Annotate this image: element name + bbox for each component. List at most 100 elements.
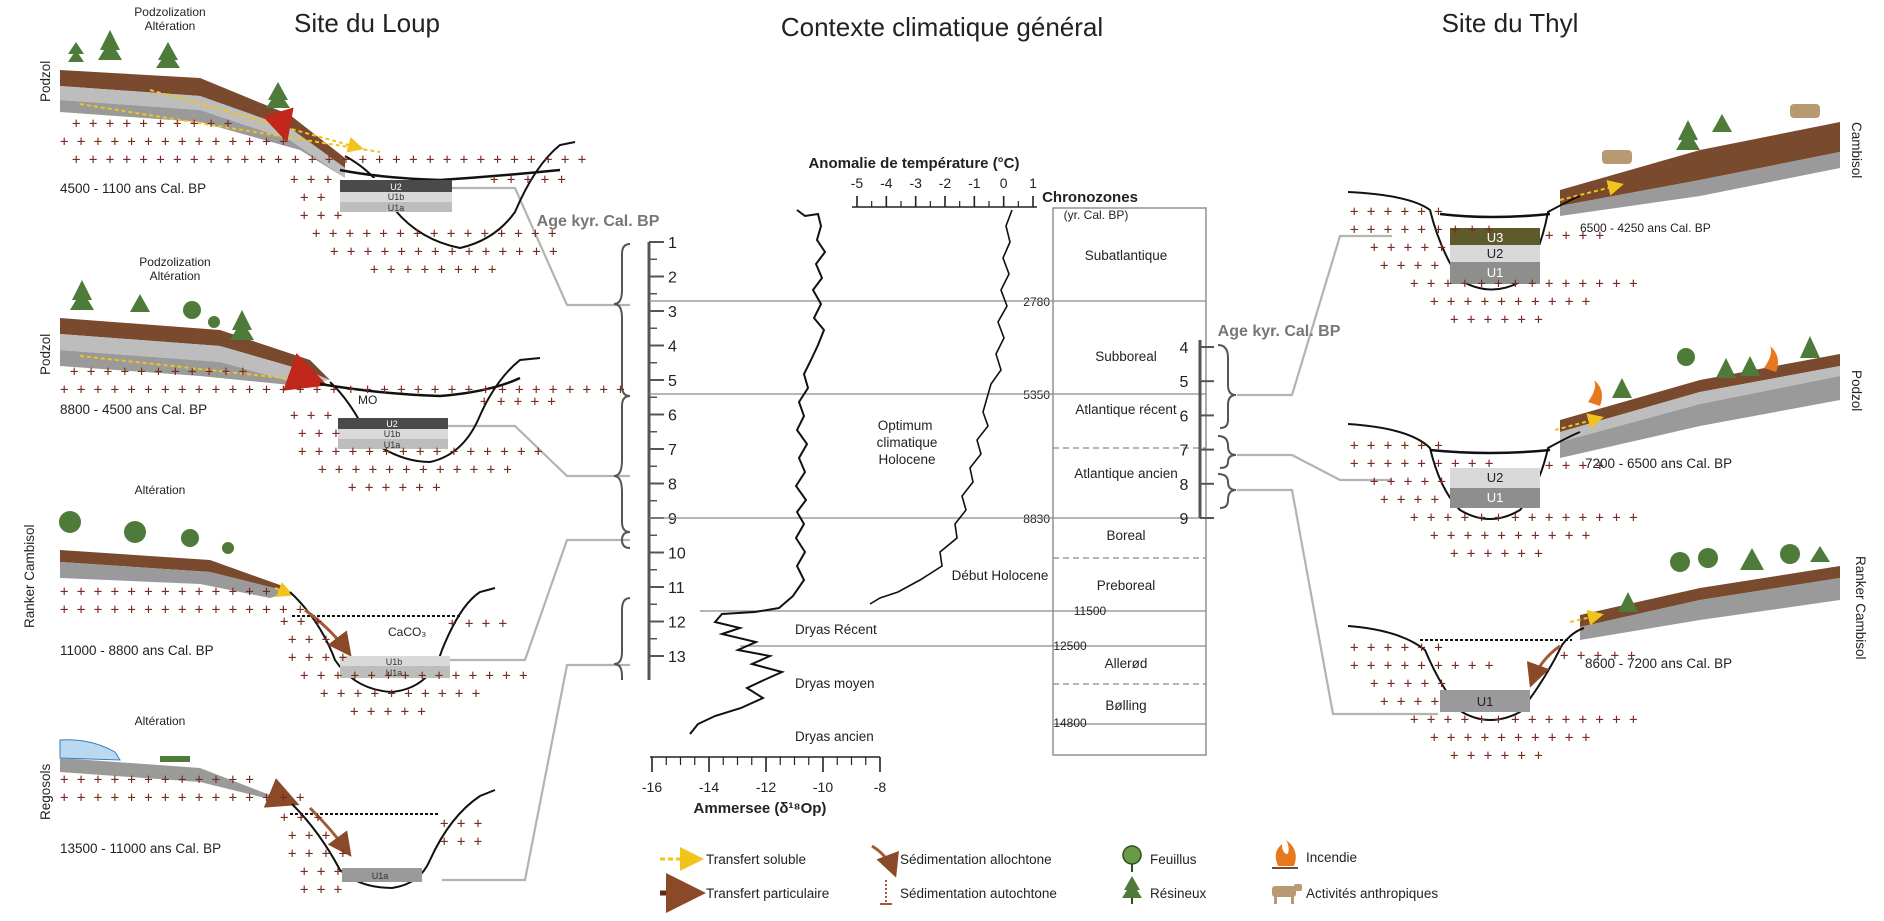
age-tick-label: 5 — [668, 373, 677, 390]
loup-4-process: Altération — [135, 714, 186, 728]
thyl-panel-1: Cambisol U3 U2 U1 + + + + + + + + + + + … — [1347, 122, 1864, 328]
right-age-axis-label: Age kyr. Cal. BP — [1218, 323, 1341, 340]
svg-text:+ + +: + + + — [440, 816, 482, 832]
boundary-2780: 2780 — [1023, 295, 1050, 309]
right-age-tick-label: 4 — [1180, 340, 1189, 357]
chronozones-panel: Chronozones (yr. Cal. BP) Subatlantique … — [1023, 189, 1207, 756]
svg-text:+ + +: + + + — [300, 208, 342, 224]
thyl-2-unit-u1: U1 — [1487, 490, 1504, 505]
thyl-1-unit-u3: U3 — [1487, 230, 1504, 245]
svg-text:+ + + + + + + + + + + + + + +: + + + + + + + + + + + + + + + — [60, 602, 304, 618]
legend-item-resineux: Résineux — [1122, 876, 1207, 904]
svg-text:+ + + + + + + + + + + + + + +: + + + + + + + + + + + + + + + — [312, 226, 556, 242]
loup-1-unit-u1a: U1a — [388, 203, 405, 213]
age-tick-label: 12 — [668, 615, 686, 632]
svg-text:+ + + + +: + + + + + — [350, 704, 426, 720]
loup-2-period: 8800 - 4500 ans Cal. BP — [60, 402, 207, 417]
zone-allerod: Allerød — [1105, 656, 1148, 671]
loup-1-period: 4500 - 1100 ans Cal. BP — [60, 181, 206, 196]
thyl-3-period: 8600 - 7200 ans Cal. BP — [1585, 656, 1732, 671]
svg-text:+ + + + + + + + + +: + + + + + + + + + + — [1430, 730, 1590, 746]
conifer-tree-icon — [1122, 876, 1142, 904]
svg-text:+ + + +: + + + + — [288, 846, 347, 862]
isotope-axis: -16-14-12-10-8 Ammersee (δ¹⁸Op) — [642, 756, 887, 817]
svg-text:+ + + + + + + + + + + + +: + + + + + + + + + + + + + — [60, 584, 271, 600]
svg-text:+ + + + + + + + +: + + + + + + + + + — [1350, 658, 1493, 674]
cow-icon — [1272, 884, 1302, 904]
temperature-tick-label: -4 — [880, 175, 893, 191]
svg-text:+ + +: + + + — [288, 632, 330, 648]
age-tick-label: 11 — [668, 580, 685, 597]
isotope-tick-label: -12 — [756, 779, 776, 795]
svg-text:+ + + + + + + + + + + + + + +: + + + + + + + + + + + + + + + — [60, 790, 304, 806]
isotope-tick-label: -8 — [874, 779, 887, 795]
legend-label-resineux: Résineux — [1150, 886, 1207, 901]
svg-text:+ + + + + +: + + + + + + — [1350, 640, 1443, 656]
cow-icon — [1602, 104, 1820, 164]
legend: Transfert soluble Transfert particulaire… — [660, 840, 1438, 913]
age-tick-label: 10 — [668, 546, 686, 563]
svg-text:+ + + + + + + + + +: + + + + + + + + + + — [320, 686, 480, 702]
legend-label-transfert-soluble: Transfert soluble — [706, 852, 806, 867]
svg-text:+ + + + + + + + + + + + + +: + + + + + + + + + + + + + + — [1410, 712, 1638, 728]
chronozone-guide-lines — [649, 300, 1053, 647]
thyl-3-unit-u1: U1 — [1477, 694, 1494, 709]
isotope-curve — [689, 209, 827, 735]
svg-text:+ + + + + + + + + +: + + + + + + + + + + — [1430, 528, 1590, 544]
legend-label-activites-anthropiques: Activités anthropiques — [1306, 886, 1438, 901]
svg-text:+ +: + + — [300, 190, 325, 206]
right-age-tick-label: 6 — [1180, 408, 1189, 425]
svg-text:+ + + + + +: + + + + + + — [1450, 748, 1543, 764]
loup-2-unit-u1a: U1a — [384, 440, 401, 450]
legend-item-transfert-soluble: Transfert soluble — [660, 847, 806, 871]
thyl-1-period: 6500 - 4250 ans Cal. BP — [1580, 221, 1711, 235]
age-tick-label: 4 — [668, 339, 677, 356]
loup-3-unit-caco3: CaCO₃ — [388, 625, 426, 639]
loup-2-unit-u1b: U1b — [384, 429, 401, 439]
loup-3-unit-u1a: U1a — [386, 668, 403, 678]
temperature-curve — [869, 209, 1013, 605]
thyl-1-unit-u1: U1 — [1487, 265, 1504, 280]
fire-icon — [1588, 346, 1778, 406]
svg-text:+ + + + + + + + + + + +: + + + + + + + + + + + + — [60, 772, 254, 788]
svg-text:+ + + +: + + + + — [448, 616, 507, 632]
legend-label-sedimentation-allochtone: Sédimentation allochtone — [900, 852, 1052, 867]
zone-atlantique-recent: Atlantique récent — [1075, 402, 1177, 417]
svg-text:+ + + + + + + + + + + + + +: + + + + + + + + + + + + + + — [1410, 276, 1638, 292]
age-brackets — [613, 243, 631, 680]
age-tick-label: 13 — [668, 649, 686, 666]
curved-arrow-icon — [871, 844, 899, 878]
svg-text:+ + + + + +: + + + + + + — [1350, 204, 1443, 220]
legend-item-sedimentation-allochtone: Sédimentation allochtone — [871, 844, 1052, 878]
age-tick-label: 3 — [668, 304, 677, 321]
temperature-axis-title: Anomalie de température (°C) — [808, 155, 1019, 172]
age-tick-label: 1 — [668, 235, 677, 252]
loup-2-unit-u2: U2 — [386, 419, 398, 429]
loup-4-unit-u1a: U1a — [372, 871, 389, 881]
svg-text:+ + + + + + + + +: + + + + + + + + + — [1350, 222, 1493, 238]
isotope-tick-label: -16 — [642, 779, 662, 795]
svg-text:+ + + + + + + + + + + + + + +: + + + + + + + + + + + + + + + — [298, 444, 542, 460]
svg-text:+ + + +: + + + + — [288, 650, 347, 666]
loup-panel-3: Altération Ranker Cambisol CaCO₃ U1b U1a… — [22, 483, 528, 720]
svg-text:+ + + + + + + + + +: + + + + + + + + + + — [1430, 294, 1590, 310]
thyl-1-soil: Cambisol — [1849, 122, 1864, 178]
svg-text:+ + + +: + + + + — [1545, 228, 1604, 244]
temperature-tick-label: -5 — [851, 175, 864, 191]
svg-text:+ + + + + + + +: + + + + + + + + — [370, 262, 496, 278]
boundary-11500: 11500 — [1074, 604, 1107, 618]
legend-label-feuillus: Feuillus — [1150, 852, 1197, 867]
svg-text:+ + + + + + + + + +: + + + + + + + + + + — [72, 116, 232, 132]
temperature-tick-label: -3 — [909, 175, 922, 191]
thyl-2-soil: Podzol — [1849, 370, 1864, 411]
svg-text:+ + +: + + + — [298, 426, 340, 442]
thyl-2-unit-u2: U2 — [1487, 470, 1504, 485]
svg-text:+ + +: + + + — [440, 834, 482, 850]
loup-1-unit-u2: U2 — [390, 182, 402, 192]
deciduous-tree-icon — [1122, 845, 1142, 872]
loup-4-period: 13500 - 11000 ans Cal. BP — [60, 841, 221, 856]
